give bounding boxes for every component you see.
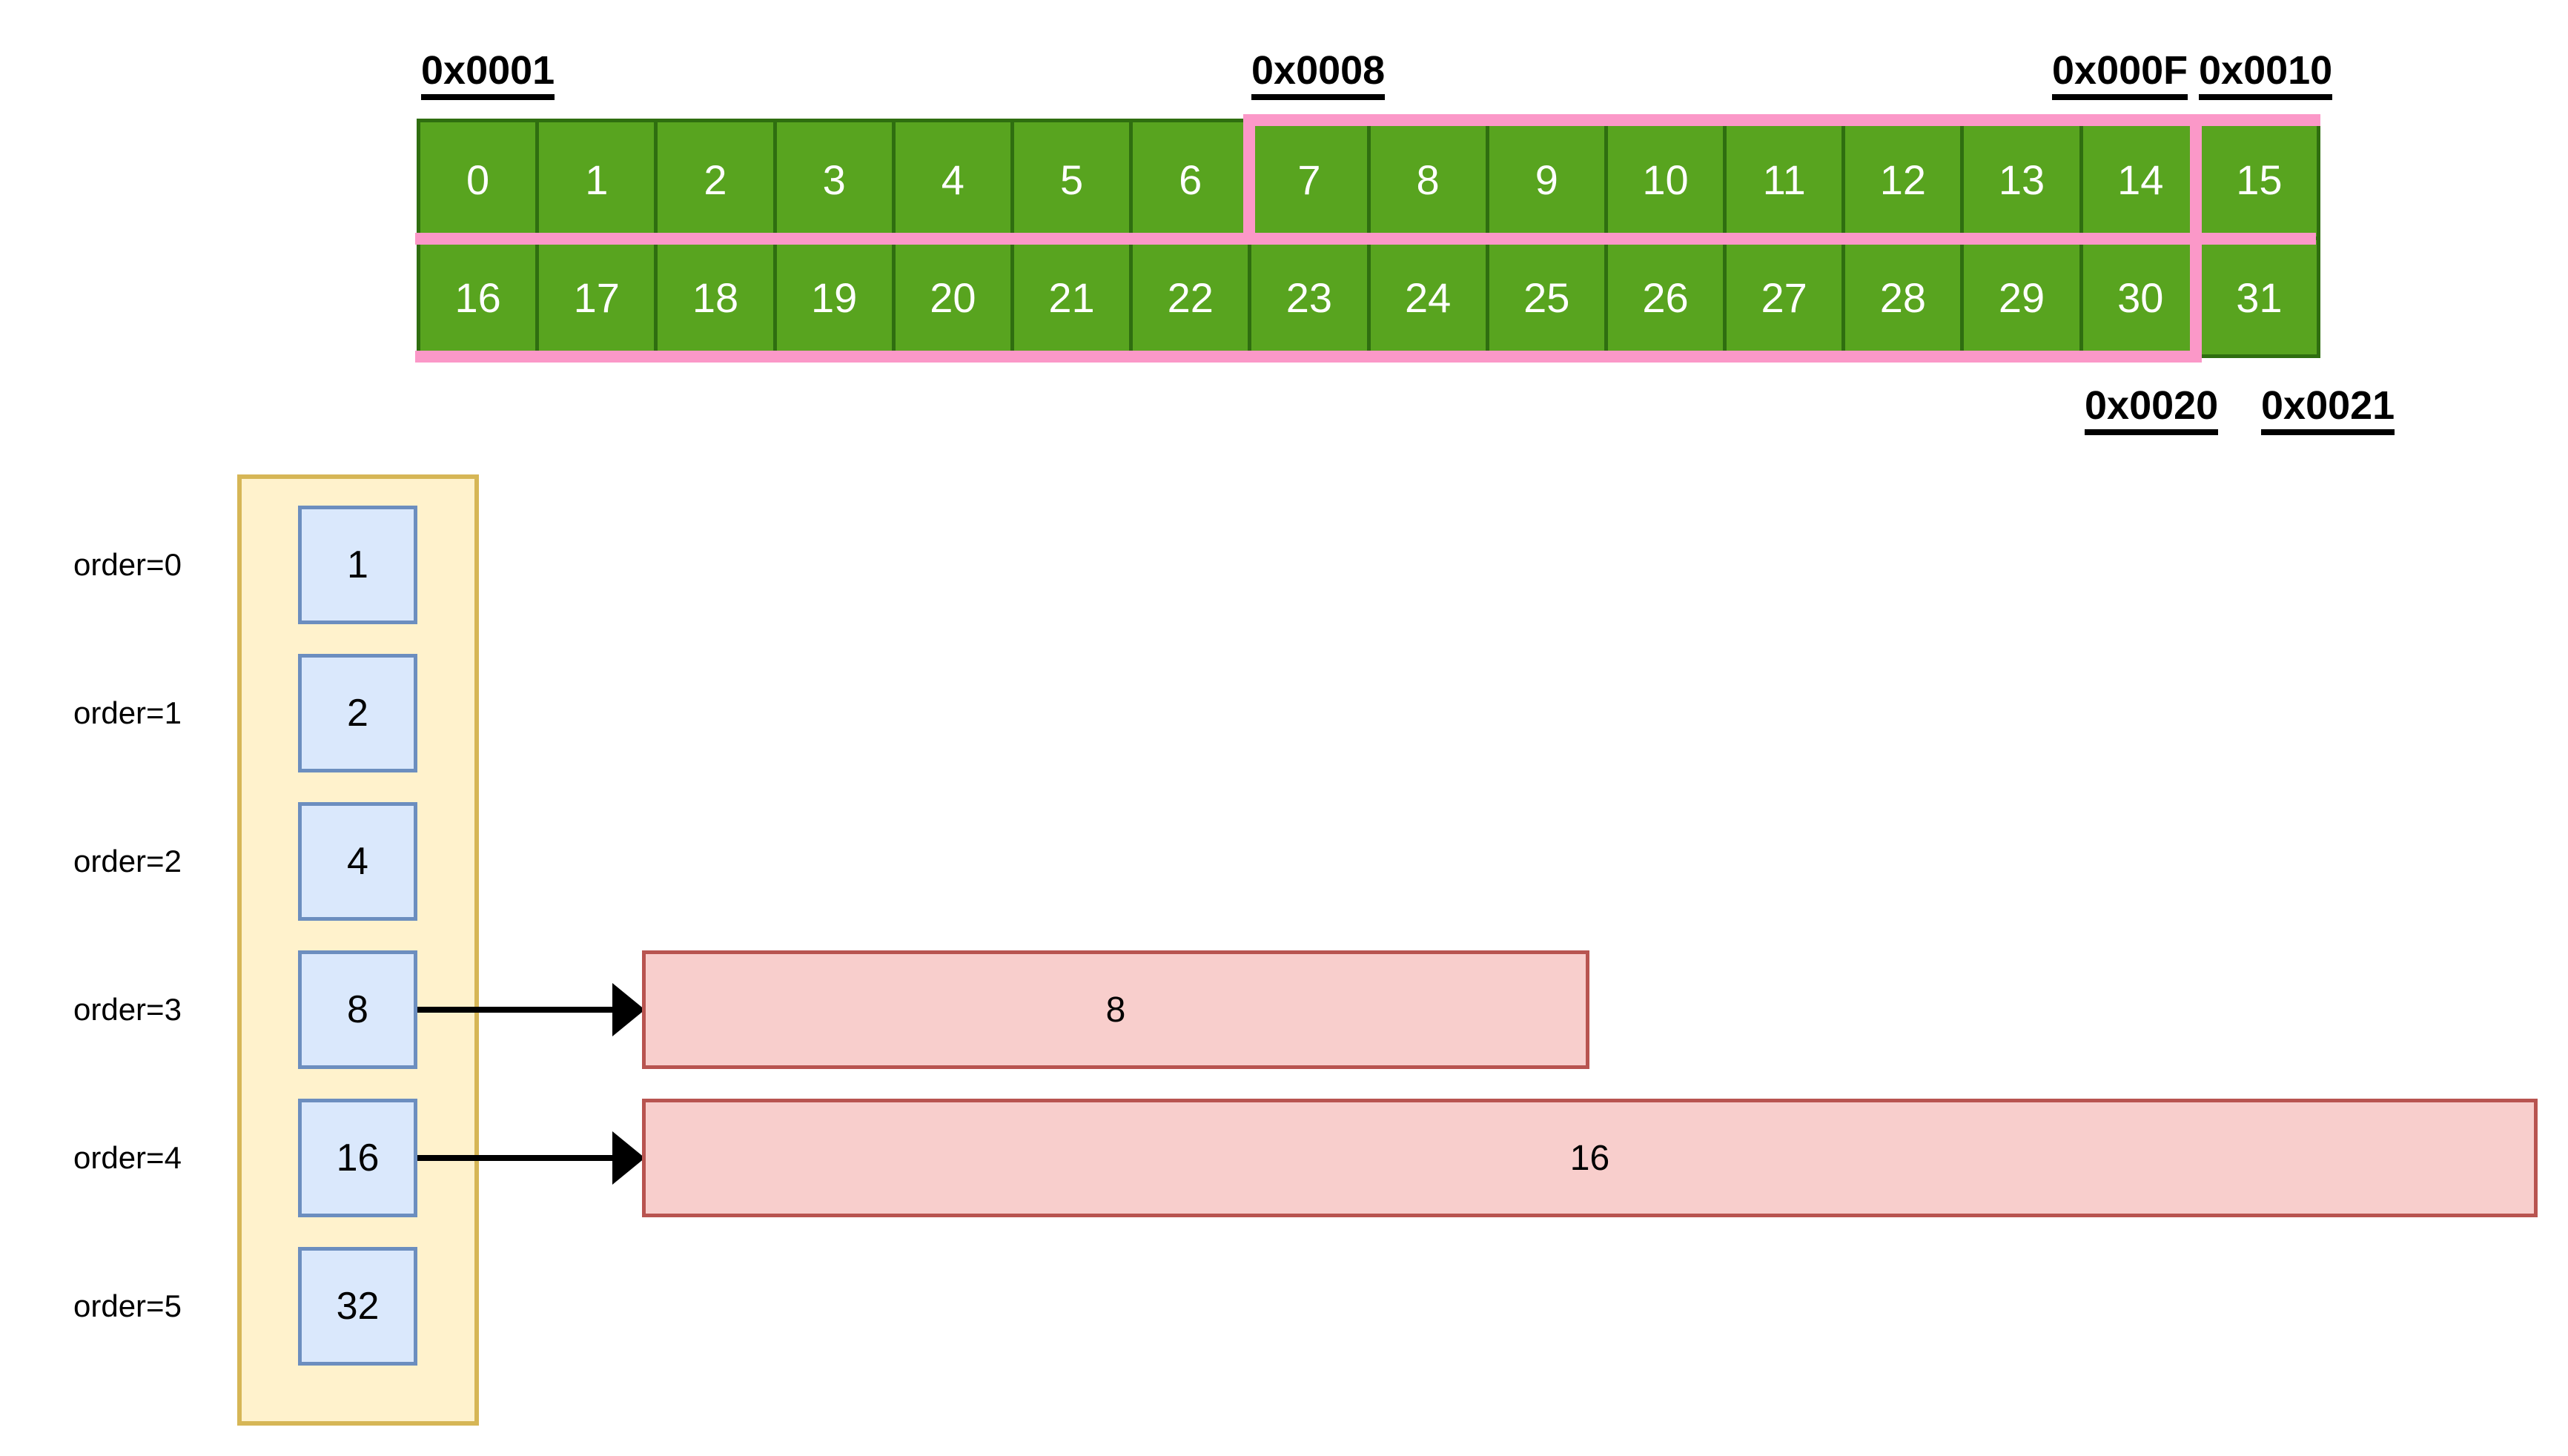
order-label: order=3 [73,992,182,1027]
pink-highlight-band-middle [415,233,2316,245]
allocation-arrow-head [612,1131,645,1185]
address-label: 0x0001 [421,50,555,100]
free-block-size-box: 1 [298,506,417,624]
address-label: 0x0020 [2085,385,2219,435]
address-label: 0x0008 [1251,50,1386,100]
memory-cell: 20 [895,240,1010,354]
memory-cell: 8 [1370,122,1486,236]
order-label: order=4 [73,1140,182,1175]
address-label: 0x000F [2052,50,2188,100]
memory-cell: 16 [420,240,536,354]
memory-cell: 15 [2201,122,2317,236]
memory-cell: 7 [1251,122,1367,236]
address-label: 0x0010 [2199,50,2333,100]
memory-cell: 17 [539,240,655,354]
address-label: 0x0021 [2261,385,2395,435]
memory-cell: 2 [658,122,773,236]
pink-highlight-band-vertical-right [2190,114,2202,363]
memory-cell: 12 [1845,122,1961,236]
memory-cell: 24 [1370,240,1486,354]
memory-cell: 10 [1607,122,1724,236]
memory-cell: 3 [776,122,892,236]
allocation-arrow-line [417,1155,614,1161]
memory-cell: 25 [1489,240,1604,354]
order-label: order=2 [73,844,182,878]
memory-cell: 11 [1727,122,1842,236]
allocated-block-bar: 8 [642,950,1589,1069]
order-label: order=5 [73,1288,182,1323]
free-block-size-box: 32 [298,1247,417,1366]
memory-cell: 28 [1845,240,1961,354]
free-block-size-box: 8 [298,950,417,1069]
memory-cell: 9 [1489,122,1604,236]
memory-cell: 5 [1013,122,1130,236]
free-block-size-box: 2 [298,654,417,772]
memory-cell: 31 [2201,240,2317,354]
memory-cell: 1 [539,122,655,236]
allocation-arrow-head [612,983,645,1036]
memory-cell: 21 [1013,240,1130,354]
allocation-arrow-line [417,1007,614,1013]
memory-cell: 13 [1964,122,2079,236]
memory-cell: 22 [1133,240,1248,354]
memory-cell: 18 [658,240,773,354]
memory-cell: 23 [1251,240,1367,354]
memory-cell: 4 [895,122,1010,236]
memory-cell: 27 [1727,240,1842,354]
order-label: order=0 [73,547,182,582]
memory-cell: 29 [1964,240,2079,354]
memory-cell: 14 [2082,122,2198,236]
allocated-block-bar: 16 [642,1099,2538,1217]
memory-cell: 0 [420,122,536,236]
memory-cell: 19 [776,240,892,354]
memory-cell: 30 [2082,240,2198,354]
free-block-size-box: 16 [298,1099,417,1217]
pink-highlight-band-vertical-left [1243,114,1255,245]
memory-cell: 6 [1133,122,1248,236]
memory-cell: 26 [1607,240,1724,354]
free-block-size-box: 4 [298,802,417,921]
pink-highlight-band-top [1243,114,2320,126]
order-label: order=1 [73,695,182,730]
pink-highlight-band-bottom [415,351,2202,363]
